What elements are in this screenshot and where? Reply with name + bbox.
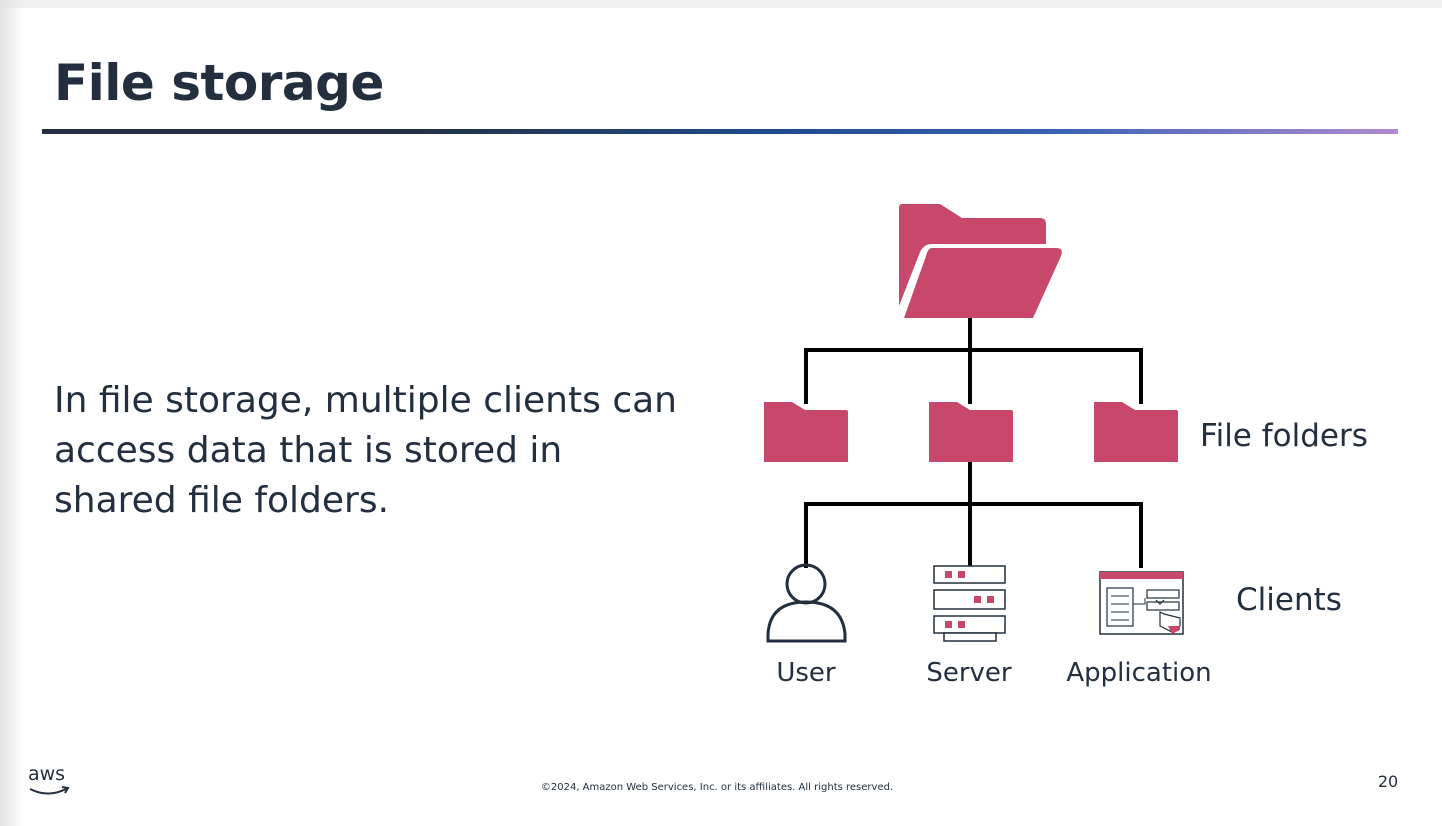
folder-icon-right [1094, 402, 1178, 462]
client-label-server: Server [926, 658, 1012, 688]
root-folder-icon [899, 204, 1062, 318]
copyright-notice: ©2024, Amazon Web Services, Inc. or its … [540, 782, 894, 793]
aws-smile-icon [29, 786, 70, 795]
server-icon [933, 565, 1006, 642]
connector-lines [804, 318, 1143, 568]
client-label-user: User [776, 658, 836, 688]
page-number: 20 [1377, 772, 1399, 791]
client-label-application: Application [1066, 658, 1211, 688]
file-folders-label: File folders [1200, 418, 1368, 454]
top-shade [0, 0, 1442, 8]
title-underline [42, 129, 1398, 134]
aws-logo: aws [28, 763, 66, 785]
clients-label: Clients [1236, 582, 1342, 618]
body-text: In file storage, multiple clients can ac… [54, 380, 677, 521]
folder-icon-left [764, 402, 848, 462]
user-icon [766, 563, 847, 643]
left-shade [0, 0, 24, 826]
folder-icon-center [929, 402, 1013, 462]
application-icon [1099, 571, 1184, 635]
slide-title: File storage [54, 54, 384, 112]
